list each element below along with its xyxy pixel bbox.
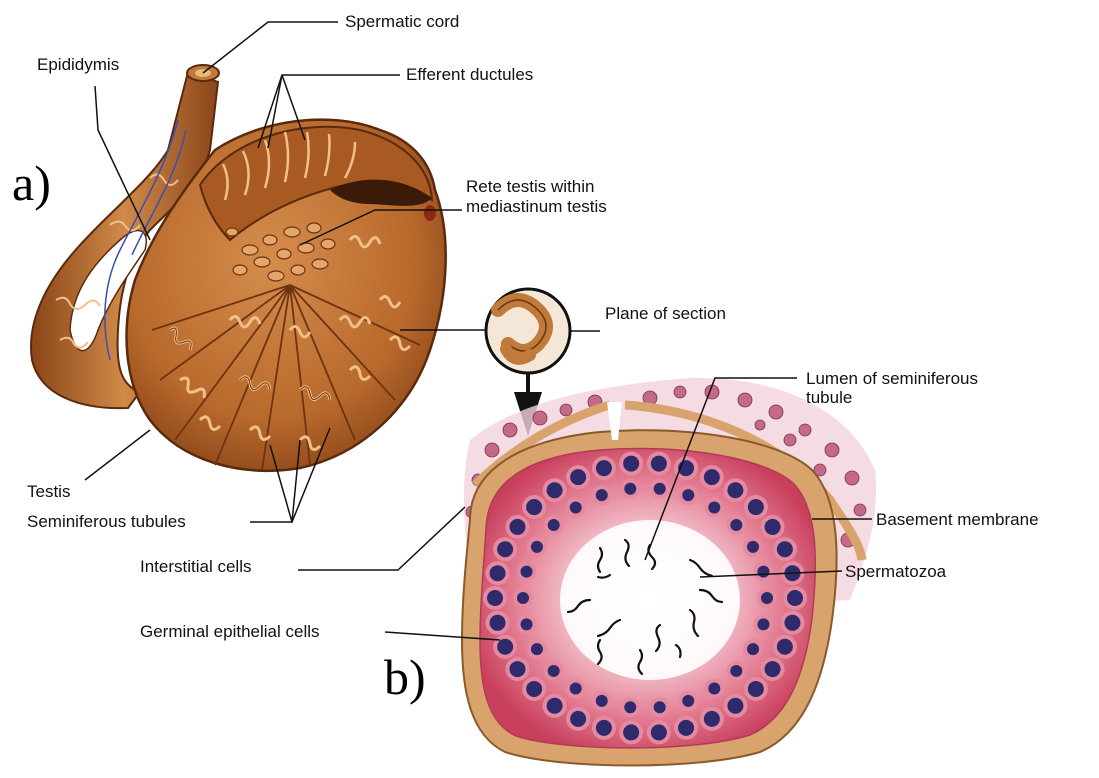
label-plane-of-section: Plane of section [605, 304, 726, 324]
label-spermatic-cord: Spermatic cord [345, 12, 459, 32]
germinal-cell-nucleus [765, 519, 781, 535]
germinal-cell-nucleus [509, 661, 525, 677]
germinal-cell-nucleus [747, 643, 759, 655]
label-testis: Testis [27, 482, 70, 502]
panel-label-b: b) [384, 651, 426, 703]
germinal-cell-nucleus [757, 566, 769, 578]
germinal-cell-nucleus [531, 643, 543, 655]
germinal-cell-nucleus [547, 482, 563, 498]
germinal-cell-nucleus [570, 683, 582, 695]
germinal-cell-nucleus [531, 541, 543, 553]
germinal-cell-nucleus [757, 618, 769, 630]
leader-testis [85, 430, 150, 480]
label-rete-testis-line1: Rete testis within [466, 177, 595, 197]
label-rete-testis-line2: mediastinum testis [466, 197, 607, 217]
germinal-cell-nucleus [596, 720, 612, 736]
label-efferent-ductules: Efferent ductules [406, 65, 533, 85]
germinal-cell-nucleus [654, 701, 666, 713]
germinal-cell-nucleus [765, 661, 781, 677]
germinal-cell-nucleus [548, 665, 560, 677]
germinal-cell-nucleus [570, 501, 582, 513]
germinal-cell-nucleus [624, 701, 636, 713]
germinal-cell-nucleus [497, 541, 513, 557]
germinal-cell-nucleus [526, 499, 542, 515]
germinal-cell-nucleus [490, 615, 506, 631]
germinal-cell-nucleus [682, 489, 694, 501]
germinal-cell-nucleus [521, 566, 533, 578]
germinal-cell-nucleus [727, 482, 743, 498]
label-lumen-line2: tubule [806, 388, 852, 408]
label-seminiferous-tubules: Seminiferous tubules [27, 512, 186, 532]
germinal-cell-nucleus [651, 456, 667, 472]
germinal-cell-nucleus [730, 519, 742, 531]
germinal-cell-nucleus [651, 724, 667, 740]
label-lumen-line1: Lumen of seminiferous [806, 369, 978, 389]
leader-interstitial [298, 507, 465, 570]
label-interstitial-cells: Interstitial cells [140, 557, 251, 577]
germinal-cell-nucleus [682, 695, 694, 707]
germinal-cell-nucleus [777, 639, 793, 655]
germinal-cell-nucleus [708, 683, 720, 695]
germinal-cell-nucleus [761, 592, 773, 604]
germinal-cell-nucleus [596, 489, 608, 501]
germinal-cell-nucleus [596, 460, 612, 476]
germinal-cell-nucleus [787, 590, 803, 606]
germinal-cell-nucleus [784, 615, 800, 631]
germinal-cell-nucleus [509, 519, 525, 535]
plane-of-section-magnifier [486, 289, 570, 373]
germinal-cell-nucleus [596, 695, 608, 707]
germinal-cell-nucleus [623, 724, 639, 740]
germinal-cell-nucleus [678, 720, 694, 736]
germinal-cell-nucleus [704, 469, 720, 485]
label-basement-membrane: Basement membrane [876, 510, 1039, 530]
germinal-cell-nucleus [526, 681, 542, 697]
leader-spermatic-cord [203, 22, 338, 73]
germinal-cell-nucleus [490, 565, 506, 581]
germinal-cell-nucleus [708, 501, 720, 513]
label-epididymis: Epididymis [37, 55, 119, 75]
germinal-cell-nucleus [497, 639, 513, 655]
germinal-cell-nucleus [623, 456, 639, 472]
germinal-cell-nucleus [624, 483, 636, 495]
germinal-cell-nucleus [517, 592, 529, 604]
germinal-cell-nucleus [570, 711, 586, 727]
germinal-cell-nucleus [747, 541, 759, 553]
drop [424, 205, 436, 221]
germinal-cell-nucleus [547, 698, 563, 714]
label-spermatozoa: Spermatozoa [845, 562, 946, 582]
germinal-cell-nucleus [730, 665, 742, 677]
germinal-cell-nucleus [727, 698, 743, 714]
germinal-cell-nucleus [487, 590, 503, 606]
germinal-cell-nucleus [748, 681, 764, 697]
germinal-cell-nucleus [521, 618, 533, 630]
germinal-cell-nucleus [748, 499, 764, 515]
germinal-cell-nucleus [777, 541, 793, 557]
panel-label-a: a) [12, 157, 51, 209]
germinal-cell-nucleus [570, 469, 586, 485]
germinal-cell-nucleus [548, 519, 560, 531]
testis-illustration [31, 65, 446, 471]
germinal-cell-nucleus [704, 711, 720, 727]
germinal-cell-nucleus [654, 483, 666, 495]
label-germinal-epithelial-cells: Germinal epithelial cells [140, 622, 320, 642]
